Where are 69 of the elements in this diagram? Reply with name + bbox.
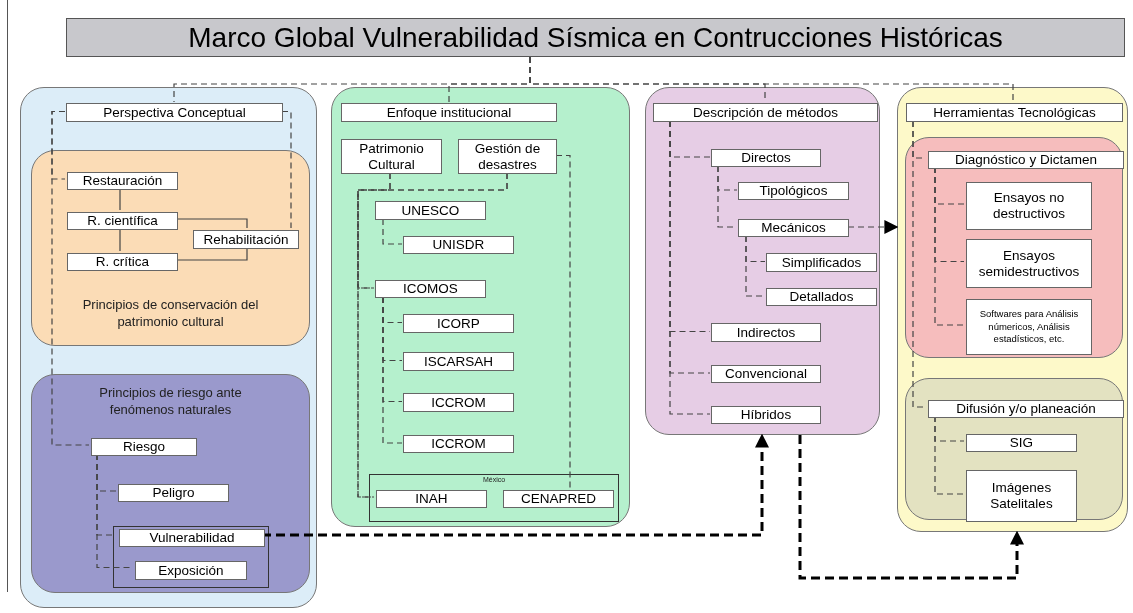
label-box: Detallados (766, 288, 877, 306)
label-box: ICORP (403, 314, 514, 333)
connector (555, 154, 571, 489)
arrow (847, 220, 899, 234)
label-box: Tipológicos (738, 182, 849, 200)
connector (357, 172, 391, 498)
connector (529, 56, 1014, 103)
connector (51, 110, 90, 446)
group-frame (369, 474, 619, 522)
label-box: Patrimonio Cultural (341, 139, 442, 174)
label-box: Diagnóstico y Dictamen (928, 151, 1124, 169)
label-box: ICCROM (403, 393, 514, 412)
label-box: Descripción de métodos (653, 103, 878, 122)
label-box: SIG (966, 434, 1077, 452)
arrow (262, 433, 769, 537)
group-frame (113, 526, 269, 588)
label-box: ICOMOS (375, 280, 486, 298)
label-box: Difusión y/o planeación (928, 400, 1124, 418)
label-box: Indirectos (711, 323, 821, 342)
panel (20, 87, 317, 608)
label-box: Simplificados (766, 253, 877, 272)
connector (382, 296, 403, 444)
label-box: Herramientas Tecnológicas (906, 103, 1123, 122)
label-box: Vulnerabilidad (119, 529, 265, 547)
label-box: Rehabilitación (193, 230, 299, 249)
label-box: Enfoque institucional (341, 103, 557, 122)
label-box: Peligro (118, 484, 229, 502)
title-bar: Marco Global Vulnerabilidad Sísmica en Contrucciones Históricas (66, 18, 1125, 57)
connector (281, 110, 292, 229)
label-box: Híbridos (711, 406, 821, 424)
panel-caption: Principios de conservación del patrimonio cultural (81, 297, 260, 331)
panel (331, 87, 630, 527)
label-box: Ensayos semidestructivos (966, 239, 1092, 288)
panel-caption: Principios de riesgo ante fenómenos naturales (98, 385, 243, 419)
label-box: Riesgo (91, 438, 197, 456)
label-box: INAH (376, 490, 487, 508)
label-box: Exposición (135, 561, 247, 580)
label-box: Perspectiva Conceptual (66, 103, 283, 122)
connector (119, 227, 121, 252)
label-box: Softwares para Análisis númericos, Análisis estadísticos, etc. (966, 299, 1092, 355)
connector (175, 246, 248, 261)
panel (31, 374, 310, 593)
label-box: UNISDR (403, 236, 514, 254)
panel (905, 137, 1123, 358)
label-box: UNESCO (375, 201, 486, 220)
label-box: Directos (711, 149, 821, 167)
panel (897, 87, 1128, 532)
connector (934, 166, 965, 326)
connector (175, 218, 248, 229)
panel (645, 87, 880, 435)
label-box: CENAPRED (503, 490, 614, 508)
label-box: Gestión de desastres (458, 139, 557, 174)
label-box: ISCARSAH (403, 352, 514, 371)
panel (31, 150, 310, 346)
label-box: Restauración (67, 172, 178, 190)
panel (905, 378, 1123, 520)
connector (382, 218, 403, 245)
label-box: ICCROM (403, 435, 514, 453)
arrow (798, 435, 1024, 580)
connector (96, 453, 133, 569)
connector (934, 415, 965, 495)
label-box: Ensayos no destructivos (966, 182, 1092, 230)
connector (119, 187, 121, 211)
label-box: Imágenes Satelitales (966, 470, 1077, 522)
label-box: Convencional (711, 365, 821, 383)
label-box: R. científica (67, 212, 178, 230)
connector (357, 172, 508, 498)
label-box: R. crítica (67, 253, 178, 271)
label-box: Mecánicos (738, 219, 849, 237)
